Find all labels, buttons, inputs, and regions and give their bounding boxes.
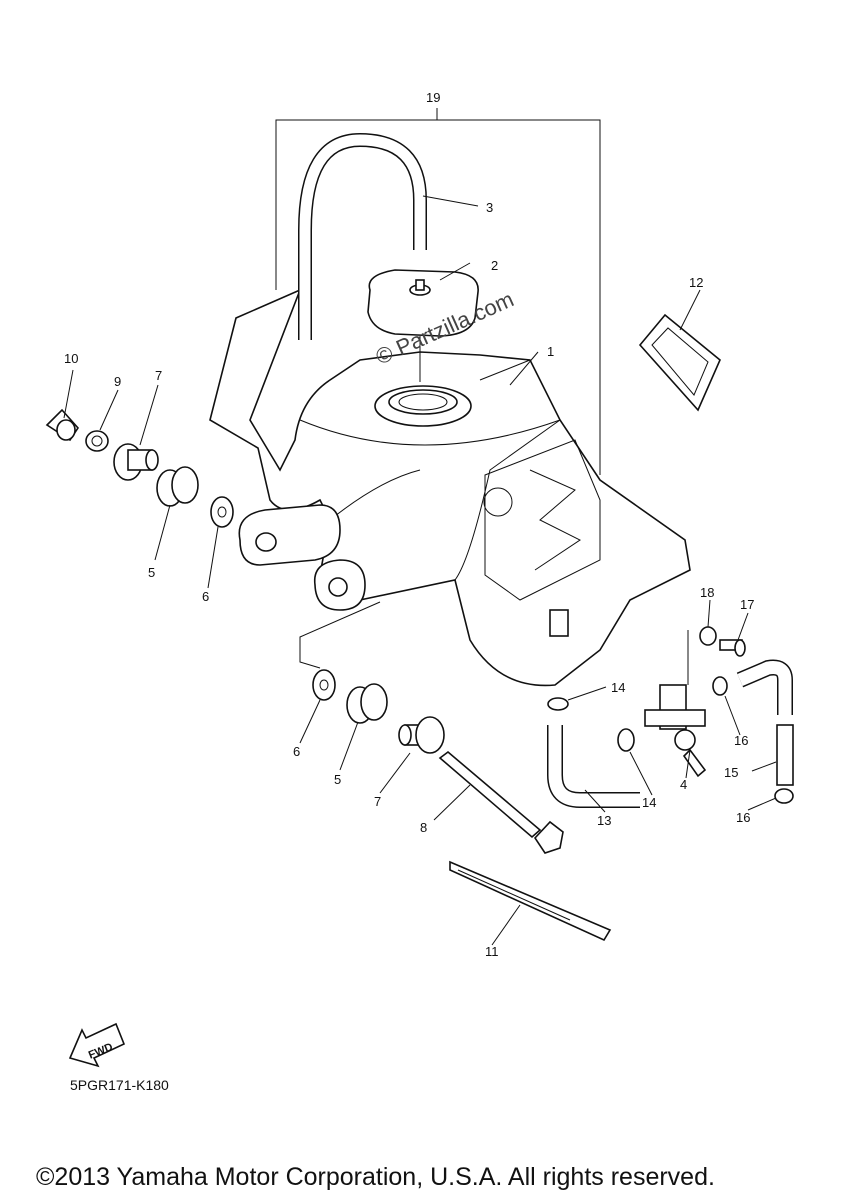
kit-bracket-19: [275, 108, 601, 475]
gasket-12[interactable]: [638, 313, 721, 412]
callout-labels: 19 3 2 12 1 10 9 7 5 6 18 17 14 16 6 15 …: [64, 90, 754, 959]
callout-17: 17: [740, 597, 754, 612]
forward-arrow-icon: FWD: [68, 1022, 126, 1068]
callout-5b: 5: [334, 772, 341, 787]
damper-cap-10[interactable]: [45, 408, 80, 442]
bolt-17[interactable]: [719, 639, 746, 657]
clip-16b[interactable]: [774, 788, 794, 804]
bushing-7b[interactable]: [398, 716, 445, 754]
callout-6a: 6: [202, 589, 209, 604]
tank-mount-ear-rear: [313, 559, 366, 611]
callout-12: 12: [689, 275, 703, 290]
callout-7a: 7: [155, 368, 162, 383]
callout-15: 15: [724, 765, 738, 780]
diagram-code: 5PGR171-K180: [70, 1077, 169, 1093]
callout-16b: 16: [736, 810, 750, 825]
hose-elbow: [736, 659, 793, 715]
clip-14b[interactable]: [617, 728, 635, 752]
washer-18[interactable]: [699, 626, 717, 646]
fuel-hose-13[interactable]: [547, 725, 640, 808]
callout-8: 8: [420, 820, 427, 835]
callout-13: 13: [597, 813, 611, 828]
bolt-8[interactable]: [438, 750, 564, 854]
callout-16a: 16: [734, 733, 748, 748]
clip-16a[interactable]: [712, 676, 728, 696]
breather-hose-3[interactable]: [298, 132, 427, 340]
collar-9[interactable]: [85, 430, 109, 452]
copyright-text: ©2013 Yamaha Motor Corporation, U.S.A. A…: [36, 1163, 715, 1191]
callout-9: 9: [114, 374, 121, 389]
washer-6b[interactable]: [312, 669, 336, 701]
hose-15[interactable]: [776, 724, 794, 786]
protector-sheet-11[interactable]: [449, 860, 612, 942]
fuel-tank-1[interactable]: [209, 288, 691, 687]
callout-6b: 6: [293, 744, 300, 759]
washer-6a[interactable]: [210, 496, 234, 528]
callout-14a: 14: [611, 680, 625, 695]
callout-10: 10: [64, 351, 78, 366]
callout-7b: 7: [374, 794, 381, 809]
tank-mount-ear-front: [238, 504, 341, 566]
callout-1: 1: [547, 344, 554, 359]
callout-18: 18: [700, 585, 714, 600]
callout-11: 11: [485, 944, 499, 959]
fuel-tank-outlet-fitting: [549, 609, 569, 637]
callout-2: 2: [491, 258, 498, 273]
fuel-cap-2[interactable]: [367, 269, 479, 382]
leader-lines: [63, 195, 777, 946]
damper-5a[interactable]: [156, 466, 199, 507]
callout-5a: 5: [148, 565, 155, 580]
clip-14a[interactable]: [547, 697, 569, 711]
callout-3: 3: [486, 200, 493, 215]
mount-guide-line: [299, 601, 381, 669]
callout-19: 19: [426, 90, 440, 105]
damper-5b[interactable]: [346, 683, 388, 724]
callout-14b: 14: [642, 795, 656, 810]
fuel-cock-4[interactable]: [644, 630, 707, 778]
callout-4: 4: [680, 777, 687, 792]
bushing-7a[interactable]: [113, 443, 159, 481]
